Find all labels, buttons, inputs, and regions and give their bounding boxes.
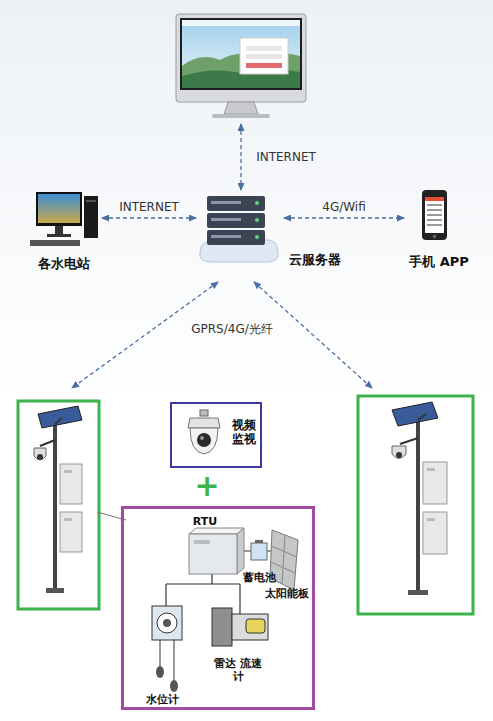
node-label: 手机 APP	[404, 254, 474, 270]
node-label: 蓄电池	[236, 571, 282, 584]
link-arrow	[240, 124, 241, 190]
camera-illustration	[188, 410, 220, 454]
mobile-app: 手机 APP	[404, 184, 474, 272]
node-label: RTU	[180, 515, 230, 528]
water-level-meter	[152, 606, 182, 692]
pole-illustration	[34, 406, 82, 593]
station-frame	[18, 401, 99, 609]
station-frame	[358, 396, 473, 614]
link-label: 4G/Wifi	[304, 200, 384, 214]
node-label: 雷达 流速计	[214, 657, 262, 683]
monitor-illustration	[176, 14, 306, 118]
rtu-station-box: RTU 蓄电池太阳能板雷达 流速计水位计	[121, 506, 315, 710]
phone-illustration	[422, 190, 447, 240]
node-label: 视频 监视	[230, 418, 258, 447]
battery-symbol	[251, 540, 267, 560]
cloud-server: 云服务器	[196, 190, 284, 266]
radar-flowmeter	[212, 608, 268, 646]
link-label: INTERNET	[246, 150, 326, 164]
link-label: INTERNET	[109, 200, 189, 214]
server-illustration	[200, 196, 279, 262]
link-label: GPRS/4G/光纤	[182, 322, 282, 336]
station-computer: 各水电站	[26, 186, 102, 274]
plus-sign: +	[192, 468, 222, 504]
pole-illustration	[392, 402, 447, 595]
rtu-unit	[189, 528, 244, 574]
video-monitor-box: 视频 监视	[170, 402, 262, 468]
connector	[284, 217, 404, 218]
computer-illustration	[30, 192, 98, 246]
node-label: 太阳能板	[258, 587, 316, 600]
node-label: 各水电站	[26, 256, 102, 272]
node-label: 云服务器	[282, 252, 348, 268]
connector	[102, 217, 196, 218]
background-band	[0, 0, 493, 395]
node-label: 水位计	[138, 693, 186, 706]
